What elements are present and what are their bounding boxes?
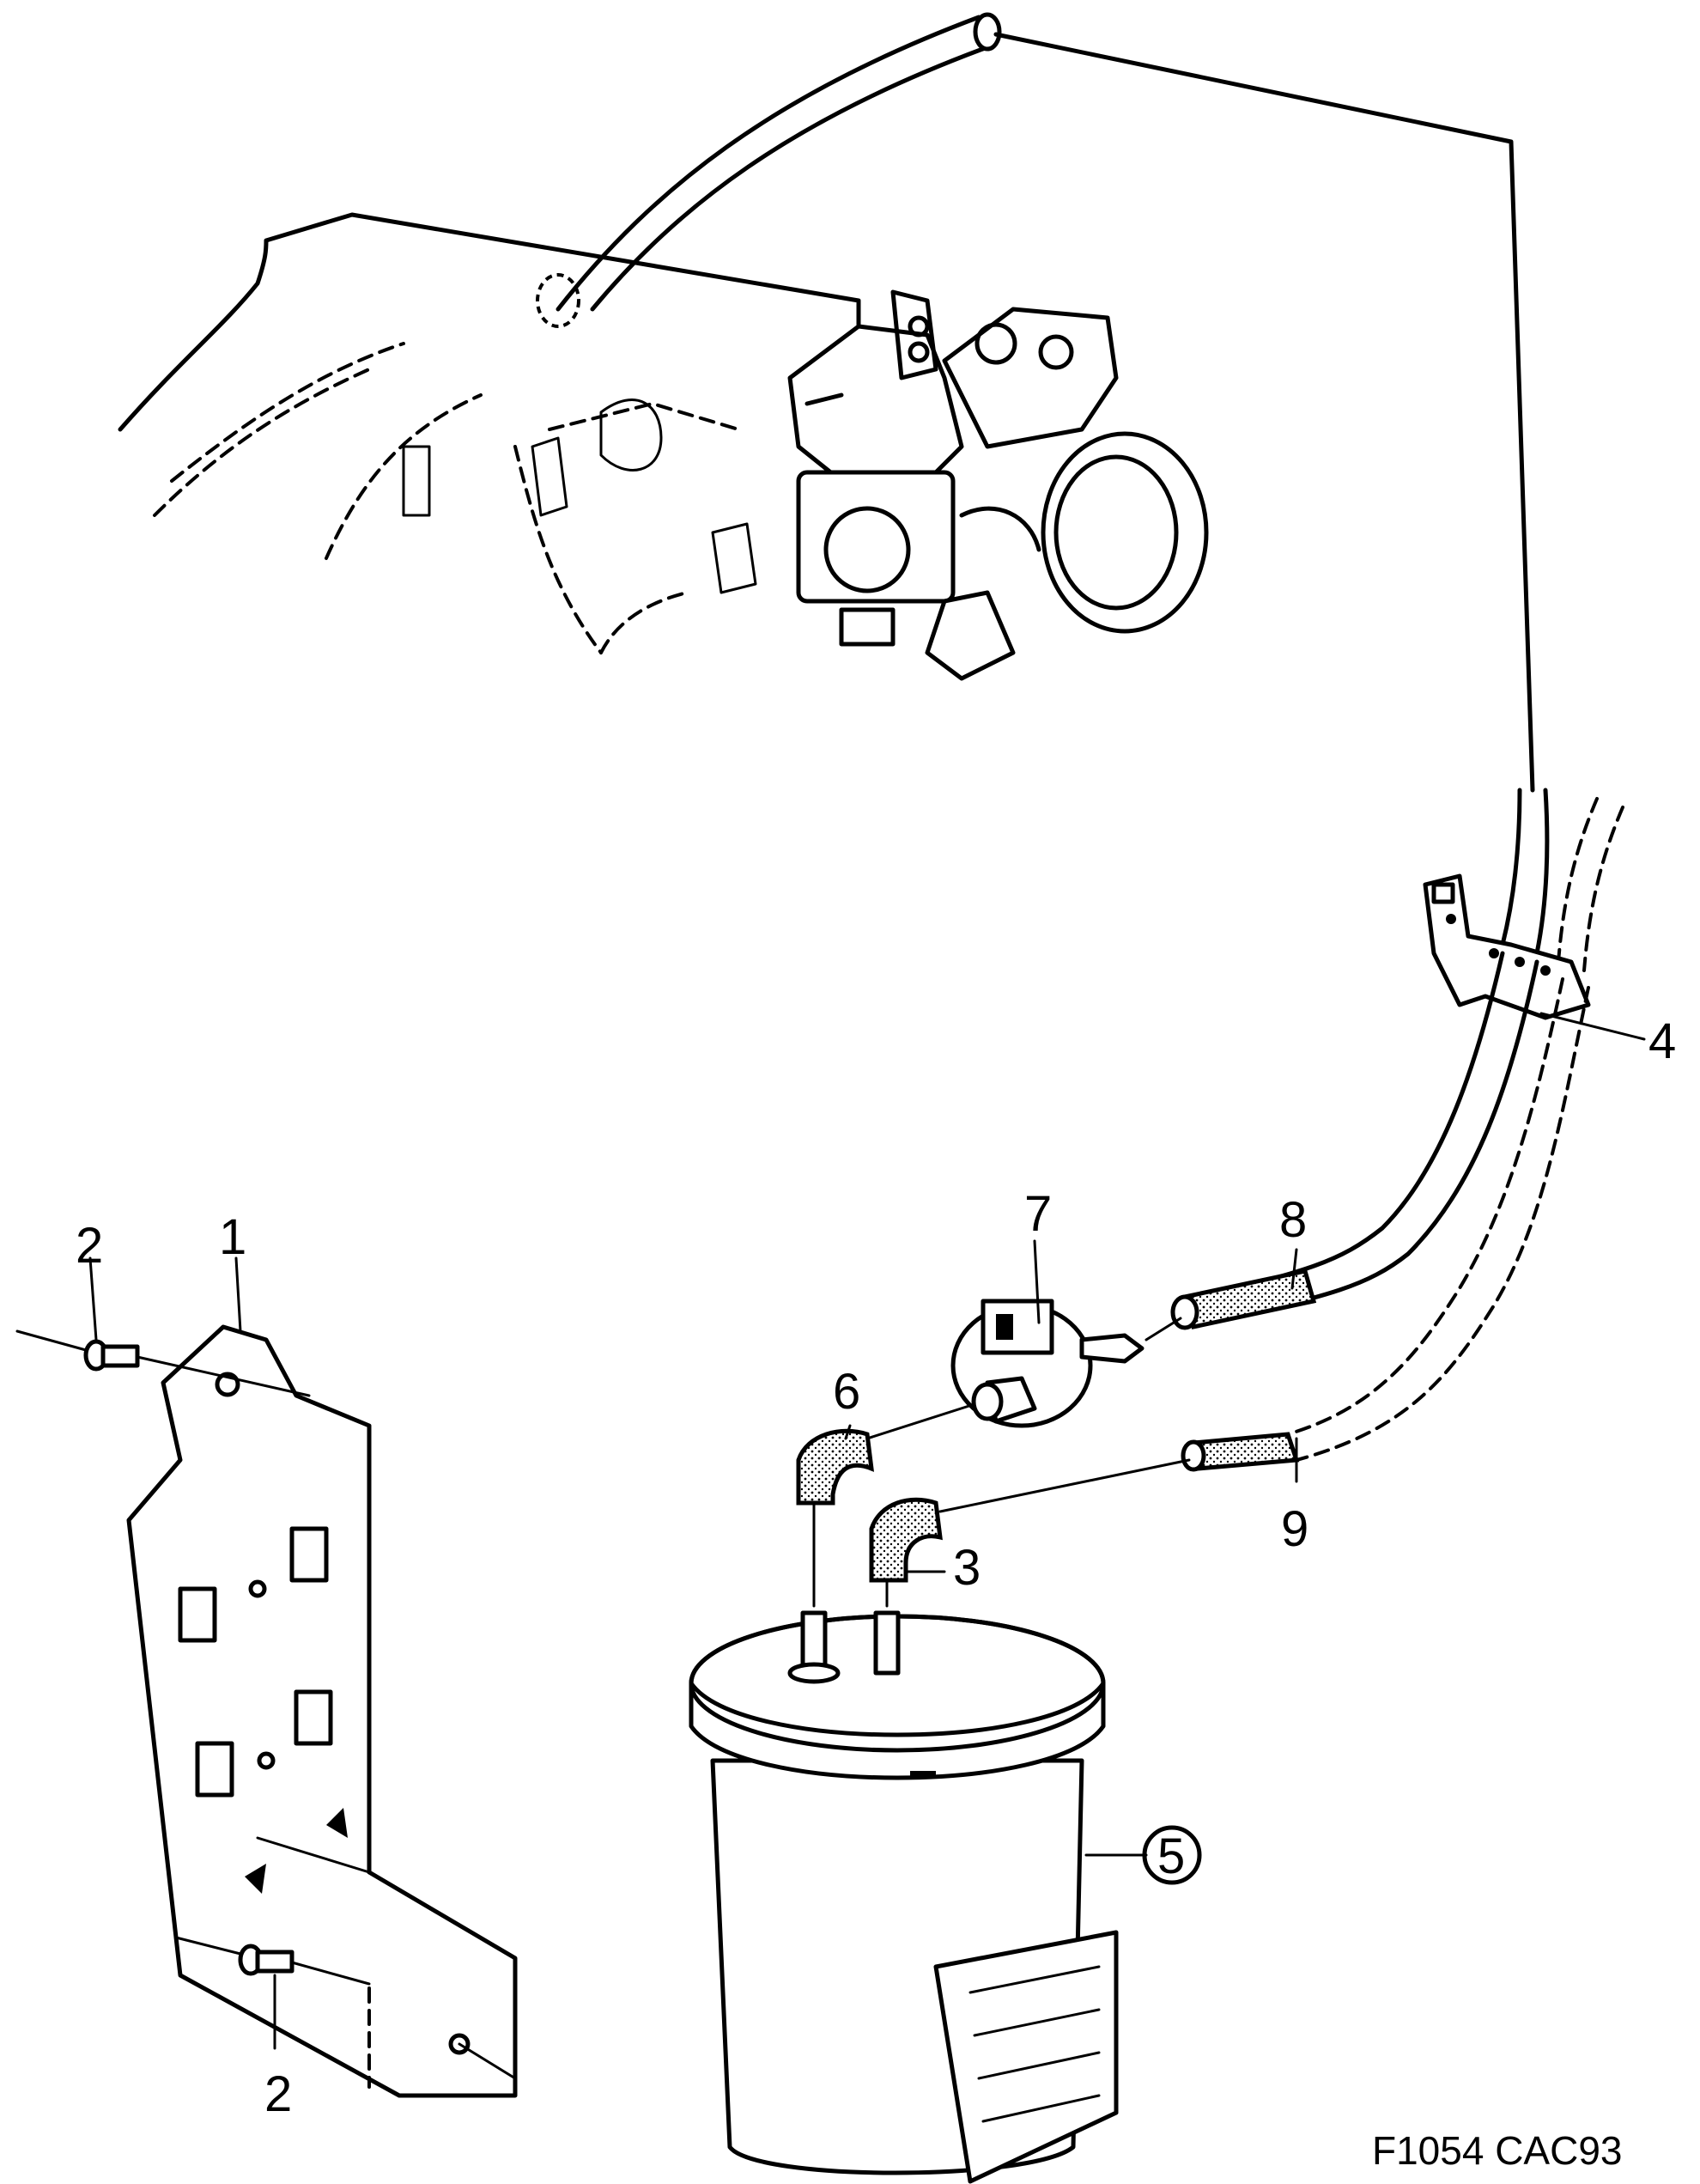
- leader-8: [1290, 1248, 1298, 1290]
- callout-6: 6: [833, 1364, 860, 1420]
- callout-2-upper: 2: [76, 1218, 103, 1274]
- callout-7: 7: [1024, 1186, 1052, 1242]
- leader-2-upper: [88, 1256, 98, 1341]
- rivet-upper: [15, 1329, 311, 1397]
- leader-7: [1033, 1239, 1041, 1324]
- leader-4: [1539, 1012, 1646, 1041]
- purge-valve: [950, 1299, 1144, 1428]
- callout-9: 9: [1281, 1501, 1308, 1557]
- hose-clamp: [1423, 873, 1591, 1020]
- callout-3: 3: [953, 1540, 981, 1596]
- callout-5-circle: [1142, 1825, 1202, 1885]
- reference-code: F1054 CAC93: [1372, 2128, 1623, 2173]
- intake-manifold: [118, 212, 861, 654]
- leader-6: [844, 1424, 852, 1440]
- leader-hose9-to-elbow3: [938, 1458, 1191, 1513]
- callout-5: 5: [1157, 1828, 1185, 1884]
- leader-1: [234, 1256, 242, 1333]
- callout-4: 4: [1648, 1013, 1676, 1069]
- callout-1: 1: [219, 1209, 246, 1265]
- mounting-bracket: [126, 1324, 518, 2098]
- throttle-body: [787, 289, 1209, 681]
- vacuum-line: [993, 32, 1624, 972]
- elbow-6: [796, 1428, 875, 1506]
- rivet-lower-right-leader: [458, 2042, 517, 2080]
- rivet-lower: [174, 1936, 371, 2089]
- charcoal-canister: [689, 1610, 1119, 2184]
- hose-8: [1170, 951, 1539, 1330]
- elbow-3: [869, 1497, 943, 1583]
- upper-vacuum-hose: [536, 12, 1002, 328]
- callout-8: 8: [1279, 1192, 1307, 1248]
- leader-valve-to-elbow6: [865, 1402, 976, 1440]
- callout-2-lower: 2: [264, 2066, 292, 2122]
- leader-valve-to-hose8: [1144, 1317, 1182, 1341]
